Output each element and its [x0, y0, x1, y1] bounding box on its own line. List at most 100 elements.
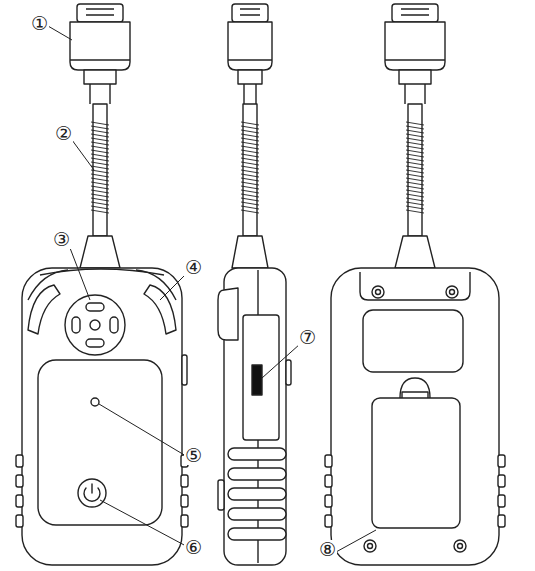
- coil-winding: [406, 174, 424, 177]
- grip-ridge: [498, 515, 505, 527]
- coil-winding: [91, 194, 109, 197]
- coil-winding: [91, 202, 109, 205]
- coil-winding: [406, 154, 424, 157]
- callout-number: ⑤: [184, 446, 203, 465]
- coil-winding: [91, 178, 109, 181]
- coil-winding: [91, 130, 109, 133]
- coil-winding: [241, 138, 259, 141]
- coil-winding: [241, 178, 259, 181]
- coil-winding: [91, 150, 109, 153]
- coil-winding: [406, 178, 424, 181]
- coil-winding: [406, 146, 424, 149]
- coil-winding: [406, 138, 424, 141]
- coil-winding: [406, 130, 424, 133]
- coil-winding: [241, 134, 259, 137]
- grip-rib: [228, 528, 286, 540]
- coil-winding: [241, 182, 259, 185]
- coil-winding: [241, 174, 259, 177]
- coil-winding: [406, 182, 424, 185]
- coil-winding: [91, 166, 109, 169]
- coil-winding: [241, 146, 259, 149]
- coil-winding: [91, 182, 109, 185]
- coil-winding: [91, 122, 109, 125]
- coil-winding: [91, 174, 109, 177]
- grip-ridge: [498, 455, 505, 467]
- coil-winding: [406, 122, 424, 125]
- coil-winding: [241, 130, 259, 133]
- callout-number: ②: [54, 124, 73, 143]
- grip-ridge: [16, 515, 23, 527]
- coil-winding: [91, 158, 109, 161]
- coil-winding: [241, 170, 259, 173]
- coil-winding: [406, 202, 424, 205]
- coil-winding: [241, 194, 259, 197]
- coil-winding: [406, 190, 424, 193]
- coil-winding: [91, 126, 109, 129]
- coil-winding: [406, 126, 424, 129]
- coil-winding: [406, 142, 424, 145]
- coil-winding: [406, 134, 424, 137]
- grip-ridge: [181, 515, 188, 527]
- grip-rib: [228, 508, 286, 520]
- grip-ridge: [181, 495, 188, 507]
- coil-winding: [241, 158, 259, 161]
- coil-winding: [406, 162, 424, 165]
- coil-winding: [241, 210, 259, 213]
- coil-winding: [241, 162, 259, 165]
- coil-winding: [406, 186, 424, 189]
- coil-winding: [91, 138, 109, 141]
- coil-winding: [241, 154, 259, 157]
- callout-number: ⑦: [298, 328, 317, 347]
- grip-ridge: [325, 475, 332, 487]
- back-view: [325, 4, 505, 565]
- callout-number: ⑥: [184, 538, 203, 557]
- coil-winding: [241, 166, 259, 169]
- coil-winding: [91, 162, 109, 165]
- coil-winding: [91, 186, 109, 189]
- coil-winding: [241, 142, 259, 145]
- callout-number: ③: [52, 230, 71, 249]
- coil-winding: [241, 190, 259, 193]
- coil-winding: [406, 198, 424, 201]
- coil-winding: [406, 210, 424, 213]
- callout-number: ④: [184, 258, 203, 277]
- front-view: [16, 4, 188, 565]
- grip-ridge: [16, 475, 23, 487]
- grip-ridge: [181, 475, 188, 487]
- coil-winding: [91, 170, 109, 173]
- coil-winding: [241, 198, 259, 201]
- coil-winding: [91, 206, 109, 209]
- leader-lines: [48, 26, 376, 552]
- coil-winding: [241, 206, 259, 209]
- coil-winding: [406, 206, 424, 209]
- callout-number: ①: [30, 14, 49, 33]
- grip-ridge: [325, 455, 332, 467]
- coil-winding: [406, 166, 424, 169]
- grip-ridge: [498, 475, 505, 487]
- coil-winding: [91, 134, 109, 137]
- grip-ridge: [498, 495, 505, 507]
- grip-rib: [228, 488, 286, 500]
- grip-ridge: [16, 495, 23, 507]
- coil-winding: [91, 210, 109, 213]
- coil-winding: [406, 158, 424, 161]
- coil-winding: [91, 154, 109, 157]
- callout-number: ⑧: [318, 540, 337, 559]
- grip-ridge: [325, 495, 332, 507]
- coil-winding: [241, 202, 259, 205]
- grip-ridge: [16, 455, 23, 467]
- grip-ridge: [325, 515, 332, 527]
- coil-winding: [241, 126, 259, 129]
- coil-winding: [91, 198, 109, 201]
- coil-winding: [241, 186, 259, 189]
- coil-winding: [406, 150, 424, 153]
- grip-rib: [228, 448, 286, 460]
- coil-winding: [406, 170, 424, 173]
- coil-winding: [406, 194, 424, 197]
- coil-winding: [241, 150, 259, 153]
- grip-rib: [228, 468, 286, 480]
- coil-winding: [91, 142, 109, 145]
- coil-winding: [241, 122, 259, 125]
